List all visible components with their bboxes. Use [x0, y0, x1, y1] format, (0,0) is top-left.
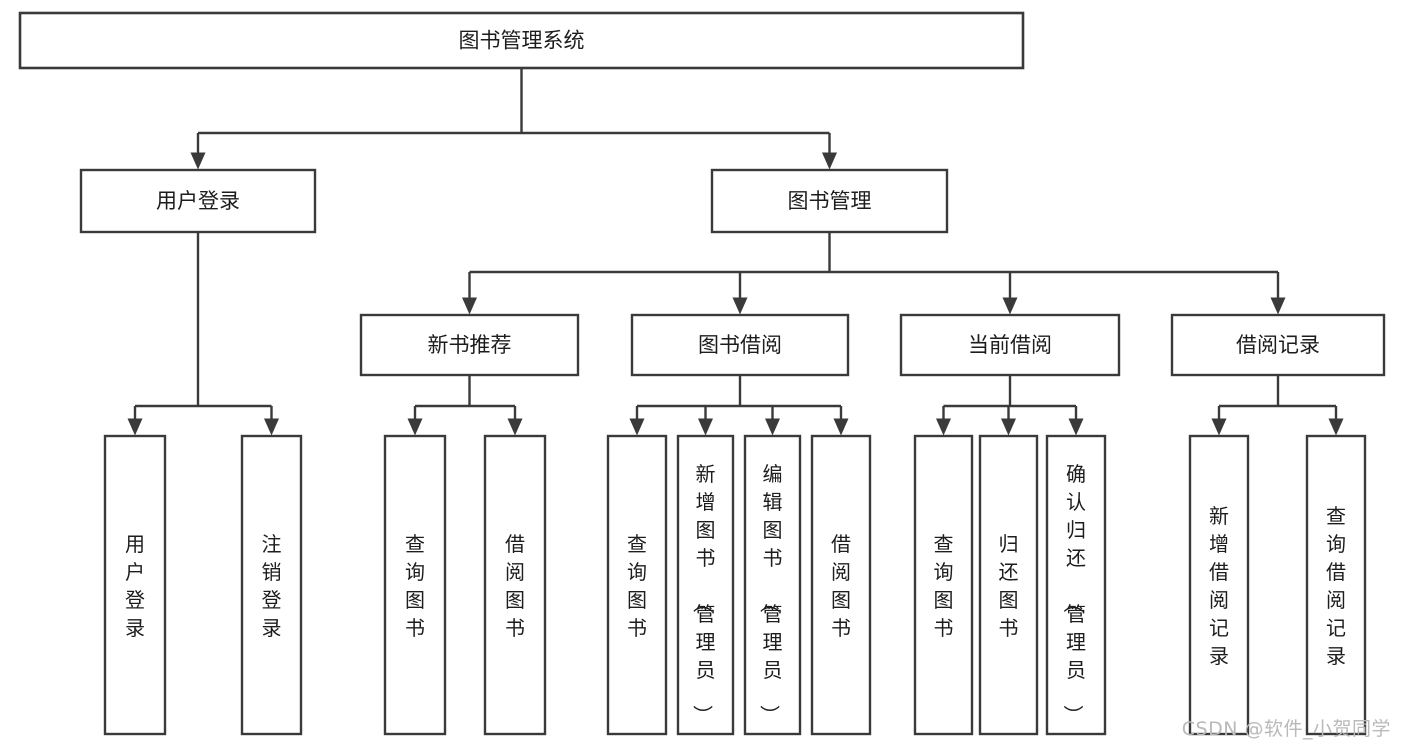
- watermark-label: CSDN @软件_小贺同学: [1181, 718, 1391, 740]
- arrow-head-icon: [698, 418, 713, 436]
- node-leaf-add-record-rect[interactable]: [1188, 434, 1250, 736]
- arrow-head-icon: [190, 152, 206, 170]
- arrow-head-icon: [936, 418, 951, 436]
- node-leaf-borrow-book-1[interactable]: [483, 434, 547, 736]
- arrow-head-icon: [822, 152, 837, 170]
- arrow-head-icon: [127, 418, 143, 436]
- node-leaf-query-book-1-rect[interactable]: [383, 434, 447, 736]
- arrow-head-icon: [1328, 418, 1344, 436]
- node-leaf-add-book-label: 新增图书（管理员）: [691, 462, 716, 725]
- node-current-borrow-rect[interactable]: [899, 313, 1121, 377]
- node-borrow-record[interactable]: [1170, 313, 1386, 377]
- node-new-book-rec-label: 新书推荐: [428, 333, 512, 357]
- node-leaf-query-book-3-rect[interactable]: [913, 434, 974, 736]
- arrow-head-icon: [1001, 418, 1016, 436]
- node-user-login-rect[interactable]: [79, 168, 317, 234]
- node-leaf-confirm-return[interactable]: [1045, 434, 1107, 736]
- node-leaf-edit-book-rect[interactable]: [743, 434, 802, 736]
- boxes-layer: [18, 11, 1386, 736]
- arrow-head-icon: [264, 418, 279, 436]
- node-leaf-return-book[interactable]: [978, 434, 1039, 736]
- arrow-head-icon: [1270, 297, 1286, 315]
- node-leaf-query-record-label: 查询借阅记录: [1326, 504, 1346, 668]
- node-leaf-return-book-rect[interactable]: [978, 434, 1039, 736]
- node-book-manage[interactable]: [710, 168, 949, 234]
- node-leaf-user-login[interactable]: [103, 434, 167, 736]
- node-book-manage-rect[interactable]: [710, 168, 949, 234]
- arrow-head-icon: [407, 418, 423, 436]
- node-borrow-record-label: 借阅记录: [1236, 333, 1320, 357]
- node-leaf-borrow-book-1-label: 借阅图书: [505, 532, 525, 640]
- node-leaf-logout[interactable]: [240, 434, 303, 736]
- node-user-login-label: 用户登录: [156, 189, 240, 213]
- node-leaf-query-book-3-label: 查询图书: [934, 532, 954, 640]
- node-leaf-user-login-rect[interactable]: [103, 434, 167, 736]
- node-leaf-query-book-2-label: 查询图书: [627, 532, 647, 640]
- node-leaf-return-book-label: 归还图书: [999, 532, 1019, 640]
- node-leaf-logout-label: 注销登录: [262, 532, 282, 640]
- node-leaf-add-book[interactable]: [676, 434, 735, 736]
- arrow-head-icon: [629, 418, 645, 436]
- node-root-label: 图书管理系统: [459, 29, 585, 53]
- node-leaf-edit-book-label: 编辑图书（管理员）: [758, 462, 783, 725]
- node-leaf-query-book-1-label: 查询图书: [405, 532, 425, 640]
- node-leaf-borrow-book-1-rect[interactable]: [483, 434, 547, 736]
- node-user-login[interactable]: [79, 168, 317, 234]
- node-leaf-edit-book[interactable]: [743, 434, 802, 736]
- node-book-manage-label: 图书管理: [788, 189, 872, 213]
- node-current-borrow[interactable]: [899, 313, 1121, 377]
- node-leaf-logout-rect[interactable]: [240, 434, 303, 736]
- node-leaf-query-book-3[interactable]: [913, 434, 974, 736]
- labels-layer: 图书管理系统用户登录图书管理新书推荐图书借阅当前借阅借阅记录用户登录注销登录查询…: [125, 29, 1346, 725]
- connectors-layer: [127, 68, 1344, 436]
- node-new-book-rec[interactable]: [359, 313, 580, 377]
- node-leaf-query-book-2[interactable]: [606, 434, 668, 736]
- arrow-head-icon: [765, 418, 780, 436]
- node-root-rect[interactable]: [18, 11, 1025, 70]
- node-leaf-query-record[interactable]: [1305, 434, 1367, 736]
- node-book-borrow-label: 图书借阅: [698, 333, 782, 357]
- node-leaf-add-record-label: 新增借阅记录: [1209, 504, 1229, 668]
- arrow-head-icon: [732, 297, 748, 315]
- node-leaf-add-record[interactable]: [1188, 434, 1250, 736]
- node-leaf-query-record-rect[interactable]: [1305, 434, 1367, 736]
- node-leaf-add-book-rect[interactable]: [676, 434, 735, 736]
- node-leaf-confirm-return-rect[interactable]: [1045, 434, 1107, 736]
- node-root[interactable]: [18, 11, 1025, 70]
- node-leaf-borrow-book-2-label: 借阅图书: [831, 532, 851, 640]
- arrow-head-icon: [462, 297, 477, 315]
- arrow-head-icon: [507, 418, 523, 436]
- arrow-head-icon: [1211, 418, 1227, 436]
- node-leaf-borrow-book-2-rect[interactable]: [810, 434, 872, 736]
- arrow-head-icon: [1002, 297, 1018, 315]
- arrow-head-icon: [833, 418, 849, 436]
- node-new-book-rec-rect[interactable]: [359, 313, 580, 377]
- node-leaf-borrow-book-2[interactable]: [810, 434, 872, 736]
- node-book-borrow[interactable]: [630, 313, 850, 377]
- node-borrow-record-rect[interactable]: [1170, 313, 1386, 377]
- node-current-borrow-label: 当前借阅: [968, 333, 1052, 357]
- node-leaf-query-book-2-rect[interactable]: [606, 434, 668, 736]
- node-leaf-confirm-return-label: 确认归还（管理员）: [1061, 462, 1086, 725]
- node-leaf-query-book-1[interactable]: [383, 434, 447, 736]
- arrow-head-icon: [1068, 418, 1084, 436]
- node-leaf-user-login-label: 用户登录: [125, 532, 145, 640]
- node-book-borrow-rect[interactable]: [630, 313, 850, 377]
